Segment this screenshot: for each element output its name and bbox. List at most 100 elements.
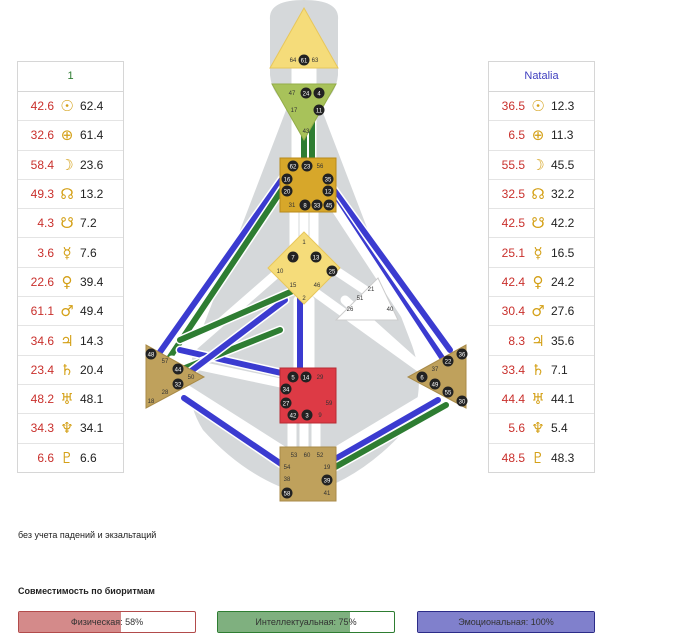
gate-label: 21 [368, 287, 375, 293]
gate-label: 23 [304, 165, 311, 171]
planet-row: 6.5⊕11.3 [489, 121, 594, 151]
personality-value: 34.1 [80, 421, 104, 436]
personality-value: 14.3 [80, 333, 104, 348]
left-panel-title: 1 [18, 62, 123, 92]
gate-label: 35 [325, 178, 332, 184]
south-node-icon: ☋ [60, 214, 74, 233]
gate-marker [281, 173, 293, 185]
design-value: 30.4 [501, 304, 525, 319]
gate-label: 7 [291, 256, 295, 262]
design-value: 23.4 [30, 362, 54, 377]
venus-icon: ♀ [61, 272, 73, 291]
channel-line [165, 182, 288, 363]
design-value: 42.4 [501, 274, 525, 289]
disclaimer-note: без учета падений и экзальтаций [18, 530, 157, 540]
personality-value: 62.4 [80, 99, 104, 114]
design-value: 55.5 [501, 157, 525, 172]
jupiter-icon: ♃ [531, 331, 545, 350]
uranus-icon: ♅ [531, 390, 545, 409]
gate-label: 41 [324, 491, 331, 497]
gate-marker [456, 348, 468, 360]
personality-value: 42.2 [551, 216, 575, 231]
personality-value: 12.3 [551, 99, 575, 114]
gate-marker [298, 54, 310, 66]
gate-label: 48 [148, 353, 155, 359]
gate-label: 9 [318, 413, 322, 419]
design-value: 32.6 [30, 128, 54, 143]
design-value: 32.5 [501, 187, 525, 202]
pluto-icon: ♇ [531, 448, 545, 467]
channel-line [179, 297, 288, 381]
planet-row: 22.6♀39.4 [18, 268, 123, 298]
gate-label: 29 [317, 375, 324, 381]
mercury-icon: ☿ [62, 243, 72, 262]
gate-label: 59 [326, 401, 333, 407]
personality-value: 7.1 [551, 362, 568, 377]
personality-value: 20.4 [80, 362, 104, 377]
gate-marker [456, 395, 468, 407]
planet-row: 42.4♀24.2 [489, 268, 594, 298]
g-center [267, 231, 341, 305]
channel-line [320, 172, 453, 353]
gate-label: 28 [162, 390, 169, 396]
intellectual-bar-fill [218, 612, 350, 632]
design-value: 3.6 [37, 245, 54, 260]
personality-value: 49.4 [80, 304, 104, 319]
planet-row: 42.6 ☉ 62.4 [18, 92, 123, 122]
planet-row: 58.4☽23.6 [18, 151, 123, 180]
gate-label: 62 [290, 165, 297, 171]
saturn-icon: ♄ [531, 360, 545, 379]
gate-label: 16 [284, 178, 291, 184]
planet-row: 61.1♂49.4 [18, 297, 123, 327]
personality-value: 24.2 [551, 274, 575, 289]
gate-marker [287, 160, 299, 172]
gate-marker [281, 487, 293, 499]
design-value: 42.6 [30, 99, 54, 114]
gate-marker [322, 173, 334, 185]
emotional-bar-fill [418, 612, 594, 632]
design-value: 49.3 [30, 187, 54, 202]
channel-line [177, 287, 298, 343]
gate-label: 5 [291, 376, 295, 382]
gate-label: 31 [289, 203, 296, 209]
planet-row: 48.5♇48.3 [489, 444, 594, 472]
sun-icon: ☉ [531, 97, 545, 116]
personality-value: 48.1 [80, 392, 104, 407]
gate-label: 1 [302, 240, 306, 246]
personality-value: 13.2 [80, 187, 104, 202]
gate-marker [301, 160, 313, 172]
saturn-icon: ♄ [60, 360, 74, 379]
design-value: 34.3 [30, 421, 54, 436]
design-value: 33.4 [501, 362, 525, 377]
sun-icon: ☉ [60, 97, 74, 116]
channel-line [169, 377, 293, 458]
channel-line [157, 172, 288, 355]
gate-label: 38 [284, 477, 291, 483]
gate-marker [281, 185, 293, 197]
gate-label: 44 [175, 368, 182, 374]
gate-label: 10 [277, 269, 284, 275]
gate-label: 51 [357, 296, 364, 302]
gate-label: 19 [324, 465, 331, 471]
personality-value: 11.3 [551, 128, 574, 143]
north-node-icon: ☊ [60, 185, 74, 204]
physical-bar-fill [19, 612, 122, 632]
ego-center [334, 277, 399, 321]
design-value: 5.6 [508, 421, 525, 436]
gate-label: 27 [283, 402, 290, 408]
gate-label: 17 [291, 108, 298, 114]
gate-marker [287, 251, 299, 263]
design-value: 48.2 [30, 392, 54, 407]
gate-marker [442, 386, 454, 398]
compatibility-title: Совместимость по биоритмам [18, 586, 155, 596]
gate-label: 6 [420, 376, 424, 382]
channel-line [327, 402, 449, 473]
gate-label: 60 [304, 453, 311, 459]
design-value: 25.1 [501, 245, 525, 260]
design-value: 36.5 [501, 99, 525, 114]
head-center [269, 6, 339, 69]
gate-label: 15 [290, 283, 297, 289]
gate-label: 12 [325, 190, 332, 196]
personality-value: 45.5 [551, 157, 575, 172]
